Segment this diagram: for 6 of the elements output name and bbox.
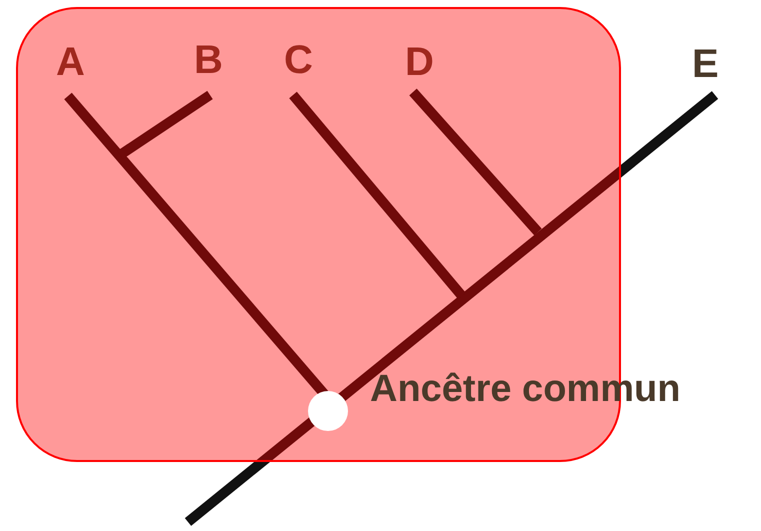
taxon-label: E	[692, 44, 719, 84]
taxon-label: B	[194, 40, 223, 80]
taxon-label: A	[56, 42, 85, 82]
taxon-label: D	[405, 42, 434, 82]
taxon-label: C	[284, 40, 313, 80]
ancestor-node	[308, 391, 348, 431]
